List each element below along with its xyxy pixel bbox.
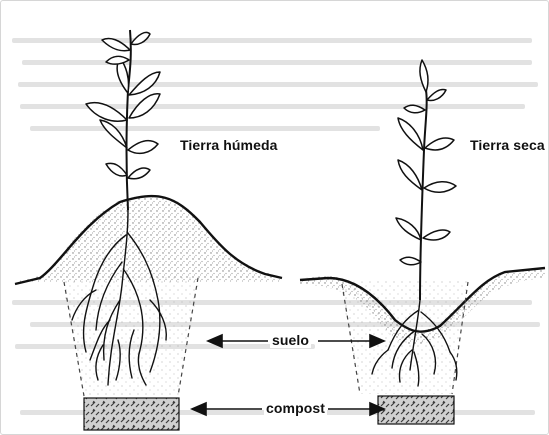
wet-soil-label: Tierra húmeda [180,137,278,153]
right-compost [378,396,454,424]
right-plant [396,60,456,300]
left-plant [86,30,160,210]
compost-label: compost [264,400,327,416]
soil-label: suelo [270,332,311,348]
right-ground [300,268,545,394]
left-ground [15,195,282,396]
left-compost [84,398,179,430]
dry-soil-label: Tierra seca [470,137,545,153]
